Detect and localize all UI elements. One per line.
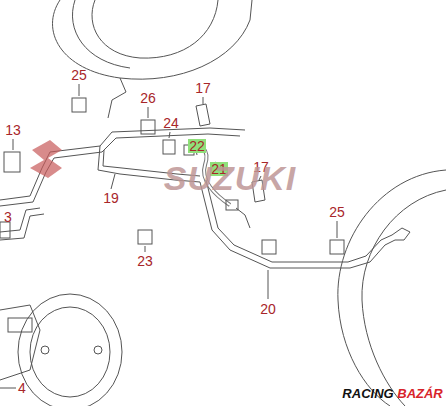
leader-line	[337, 221, 338, 238]
wheel-cylinder-fitting	[392, 228, 410, 240]
brake-booster-ring	[30, 307, 110, 397]
callout-number: 23	[137, 254, 153, 268]
clip-3	[0, 222, 10, 238]
brake-pipe	[236, 208, 250, 228]
suzuki-logo	[30, 140, 62, 178]
leader-line	[0, 388, 16, 389]
leader-line	[13, 139, 14, 150]
callout-number: 24	[163, 116, 179, 130]
leader-line	[111, 174, 115, 189]
callout-number: 4	[18, 381, 26, 395]
callout-number: 26	[140, 91, 156, 105]
brand-text: RACING	[342, 387, 393, 400]
leader-line	[268, 270, 269, 299]
brand-text: BAZÁR	[397, 387, 443, 400]
callout-number: 3	[4, 210, 12, 224]
clip-20	[262, 240, 276, 254]
wheel	[338, 170, 446, 406]
leader-line	[148, 107, 149, 118]
wheel-inner	[362, 190, 446, 406]
callout-number: 17	[195, 81, 211, 95]
reservoir	[8, 318, 32, 332]
brake-disc-hub	[92, 0, 218, 58]
clip-26	[141, 120, 155, 134]
clip-25	[72, 98, 86, 112]
callout-number: 20	[260, 302, 276, 316]
bolt	[41, 346, 49, 354]
brake-disc-inner	[72, 0, 130, 68]
callout-number: 25	[329, 205, 345, 219]
callout-number: 13	[5, 123, 21, 137]
clip-25	[330, 240, 344, 254]
leader-line	[203, 97, 204, 104]
leader-line	[169, 132, 170, 138]
master-cylinder	[0, 305, 40, 380]
brake-booster	[18, 294, 122, 406]
clip-24	[163, 140, 175, 154]
brake-pipe	[108, 78, 126, 118]
bolt	[94, 346, 102, 354]
callout-number: 22	[188, 139, 206, 153]
clip-13	[4, 152, 20, 172]
callout-number: 19	[103, 191, 119, 205]
callout-number: 25	[71, 68, 87, 82]
leader-line	[79, 84, 80, 96]
clip-17	[196, 104, 210, 126]
watermark: SUZUKI	[164, 161, 297, 195]
clip-23	[138, 230, 152, 244]
leader-line	[145, 246, 146, 252]
brake-pipe	[0, 208, 40, 232]
